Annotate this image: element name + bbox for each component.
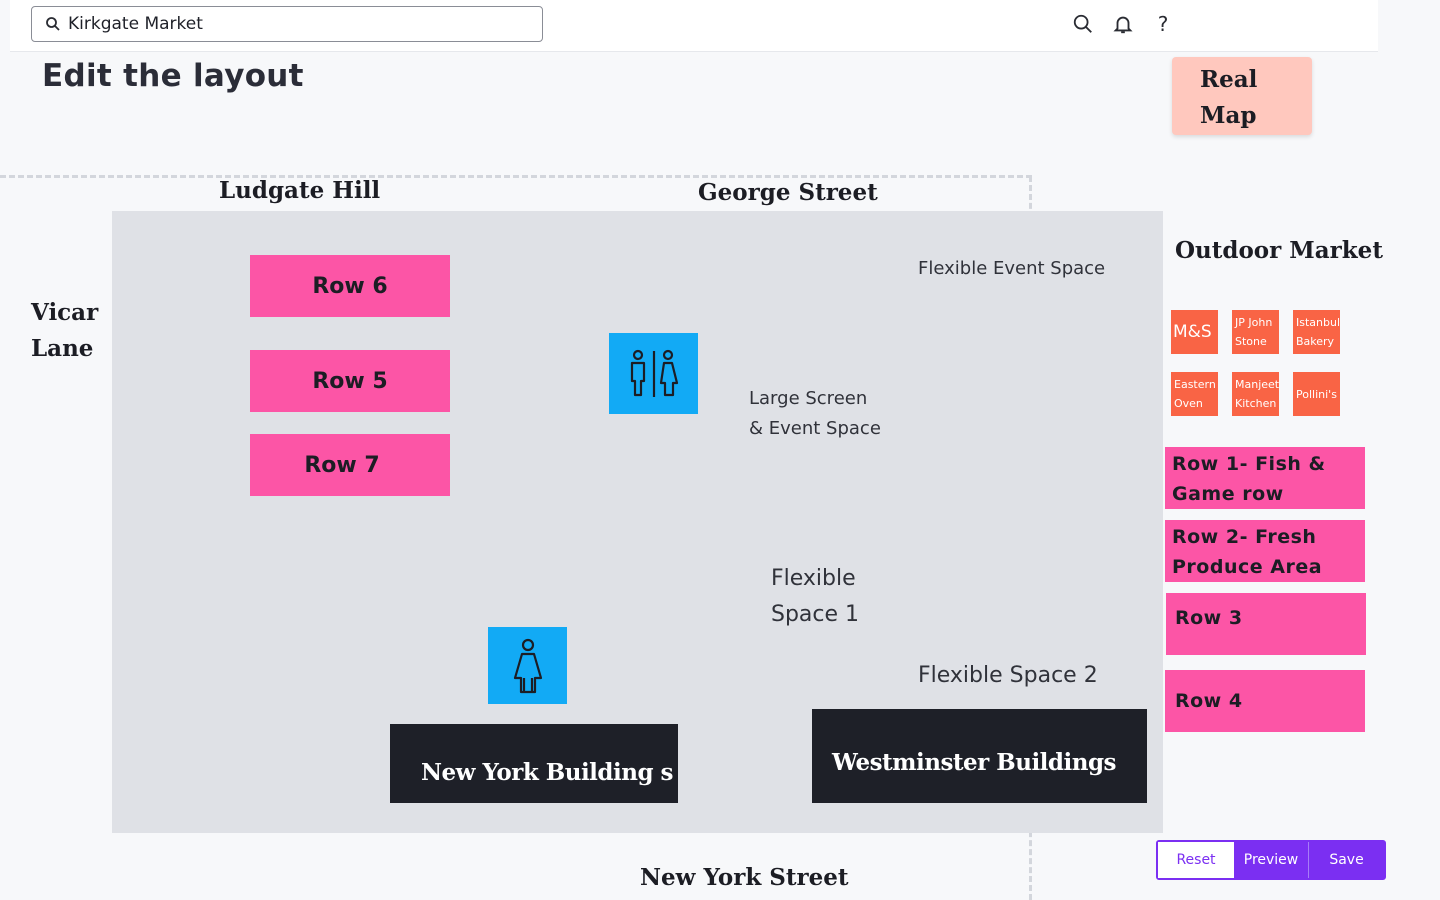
row-2-label-line2: Produce Area [1172, 556, 1323, 578]
search-icon[interactable] [1071, 12, 1095, 36]
vendor-label-line1: Manjeet [1235, 378, 1280, 391]
save-button[interactable]: Save [1329, 852, 1364, 868]
zone-flexible-event-space: Flexible Event Space [918, 258, 1106, 279]
help-glyph: ? [1157, 12, 1169, 36]
row-5-block[interactable]: Row 5 [250, 350, 450, 412]
search-input[interactable] [68, 14, 508, 34]
women-restroom-icon [513, 638, 542, 693]
row-3-label: Row 3 [1175, 607, 1243, 629]
vendor-label-line2: Bakery [1296, 335, 1335, 348]
row-1-block[interactable]: Row 1- Fish & Game row [1165, 447, 1365, 509]
row-1-label-line1: Row 1- Fish & [1172, 453, 1326, 475]
row-4-label: Row 4 [1175, 690, 1243, 712]
outdoor-market-title: Outdoor Market [1175, 237, 1383, 264]
vendor-label-line1: Istanbul [1296, 316, 1341, 329]
street-george-street: George Street [698, 179, 878, 206]
row-2-label-line1: Row 2- Fresh [1172, 526, 1317, 548]
zone-flexible-space-1-line2: Space 1 [771, 602, 860, 627]
zone-flexible-space-1-line1: Flexible [771, 566, 856, 591]
restroom-icon [630, 349, 678, 397]
vendor-label-line2: Kitchen [1235, 397, 1277, 410]
vendor-pollinis[interactable]: Pollini's [1293, 372, 1340, 416]
reset-button[interactable]: Reset [1158, 842, 1234, 878]
street-vicar-line1: Vicar [31, 299, 99, 326]
row-3-block[interactable]: Row 3 [1166, 593, 1366, 655]
vendor-label-line1: JP John [1235, 316, 1273, 329]
page-title: Edit the layout [42, 58, 304, 94]
real-map-line2: Map [1200, 102, 1257, 129]
toilet-women-block[interactable] [488, 627, 567, 704]
vendor-label-line2: Stone [1235, 335, 1267, 348]
bell-icon[interactable] [1111, 12, 1135, 36]
vendor-label-line1: Pollini's [1296, 387, 1337, 401]
building-westminster[interactable]: Westminster Buildings [812, 709, 1147, 803]
street-new-york-street: New York Street [640, 864, 849, 891]
row-6-block[interactable]: Row 6 [250, 255, 450, 317]
real-map-line1: Real [1200, 66, 1258, 93]
zone-large-screen-line1: Large Screen [749, 388, 868, 409]
real-map-button[interactable]: Real Map [1172, 57, 1312, 135]
row-7-label: Row 7 [304, 452, 380, 478]
building-new-york[interactable]: New York Building s [390, 724, 678, 803]
row-4-block[interactable]: Row 4 [1165, 670, 1365, 732]
help-icon[interactable]: ? [1151, 12, 1175, 36]
toilet-unisex-block[interactable] [609, 333, 698, 414]
row-7-block[interactable]: Row 7 [250, 434, 450, 496]
row-2-block[interactable]: Row 2- Fresh Produce Area [1165, 520, 1365, 582]
zone-flexible-space-2: Flexible Space 2 [918, 663, 1098, 688]
vendor-ms[interactable]: M&S [1171, 310, 1218, 354]
vendor-ms-label: M&S [1173, 321, 1212, 342]
vendor-label-line2: Oven [1174, 397, 1203, 410]
row-6-label: Row 6 [312, 273, 388, 299]
zone-large-screen-line2: & Event Space [749, 418, 881, 439]
street-vicar-line2: Lane [31, 335, 94, 362]
search-box[interactable] [31, 6, 543, 42]
preview-button[interactable]: Preview [1234, 842, 1309, 878]
action-button-group: Reset Preview Save [1156, 840, 1386, 880]
vendor-label-line1: Eastern [1174, 378, 1216, 391]
search-icon [46, 17, 60, 31]
street-ludgate-hill: Ludgate Hill [219, 177, 381, 204]
boundary-line-horizontal [0, 175, 1032, 178]
row-1-label-line2: Game row [1172, 483, 1284, 505]
building-westminster-label: Westminster Buildings [832, 749, 1117, 776]
row-5-label: Row 5 [312, 368, 388, 394]
building-new-york-label: New York Building s [421, 759, 674, 786]
